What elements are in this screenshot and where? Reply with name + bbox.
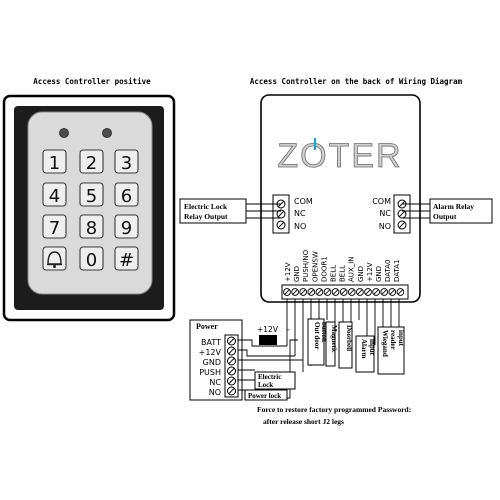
bottom-terminal-label: DOOR1 <box>320 256 328 282</box>
brand-logo: ZOTER <box>277 137 402 175</box>
back-title: Access Controller on the back of Wiring … <box>250 77 463 86</box>
power-label-no: NO <box>209 388 221 397</box>
bottom-terminal-label: +12V <box>284 262 292 282</box>
wiegand-reader-box <box>377 326 405 375</box>
dc-supply-symbol <box>259 335 277 345</box>
controller-body <box>260 94 421 303</box>
status-led-left <box>59 128 69 138</box>
keypad-keys: 1 2 3 4 5 6 7 8 9 0 # <box>42 149 139 271</box>
power-label-nc: NC <box>209 378 221 387</box>
magnetic-box <box>325 321 336 367</box>
bell-icon <box>47 251 62 268</box>
key-hash <box>114 246 139 271</box>
key-2 <box>79 149 104 174</box>
electric-lock-relay-box <box>179 198 247 224</box>
power-label-batt: BATT <box>201 338 221 347</box>
key-label: 8 <box>86 218 97 239</box>
footnote-line-1: Force to restore factory programmed Pass… <box>257 405 411 414</box>
supply-plus-label: +12V <box>257 325 279 334</box>
alarm-input-box <box>355 335 375 373</box>
bottom-terminal-label: PUSH/NO <box>302 249 310 282</box>
right-relay-wires <box>402 203 430 219</box>
keypad-device: 1 2 3 4 5 6 7 8 9 0 # <box>2 94 176 322</box>
key-8 <box>79 214 104 239</box>
supply-minus-label: - <box>287 325 290 334</box>
bottom-terminal-label: DATA0 <box>384 260 392 283</box>
right-relay-com-label: COM <box>372 197 391 206</box>
power-label-gnd: GND <box>203 358 221 367</box>
left-relay-com-label: COM <box>294 197 313 206</box>
left-relay-no-label: NO <box>294 222 306 231</box>
alarm-label-2: input <box>368 339 376 356</box>
out-door-label-2: button <box>320 322 328 342</box>
out-door-label-1: Out door <box>313 322 321 349</box>
alarm-relay-title-2: Output <box>433 212 457 221</box>
bottom-terminal-label: BELL <box>330 265 338 282</box>
out-door-button-box <box>307 318 325 366</box>
bottom-terminal-label: +12V <box>366 262 374 282</box>
bottom-terminal-label: GND <box>375 266 383 282</box>
power-label-push: PUSH <box>199 368 221 377</box>
electric-lock-relay-title-2: Relay Output <box>184 212 228 221</box>
key-label: 1 <box>49 153 60 174</box>
key-label: 7 <box>49 218 60 239</box>
status-led-right <box>102 128 112 138</box>
footnote-line-2: after release short J2 legs <box>263 417 344 426</box>
key-label: 6 <box>121 186 132 207</box>
wiegand-label-1: Wiegand <box>381 330 389 357</box>
key-label: 2 <box>86 153 97 174</box>
bottom-terminal-label: GND <box>357 266 365 282</box>
power-block: Power BATT +12V GND PUSH NC NO <box>189 319 243 401</box>
electric-lock-label-2: Lock <box>258 381 273 389</box>
key-label: # <box>119 250 134 271</box>
key-3 <box>114 149 139 174</box>
key-label: 3 <box>121 153 132 174</box>
bottom-terminal-label: AUX_IN <box>348 256 356 282</box>
bottom-terminal-label: BELL <box>339 265 347 282</box>
electric-lock-relay-title-1: Electric Lock <box>184 202 228 211</box>
key-label: 9 <box>121 218 132 239</box>
key-label: 5 <box>86 186 97 207</box>
left-relay-wires <box>246 203 281 219</box>
key-4 <box>42 182 67 207</box>
right-relay-no-label: NO <box>379 222 391 231</box>
electric-lock-box <box>254 371 296 390</box>
key-7 <box>42 214 67 239</box>
power-lock-box <box>244 389 288 401</box>
key-0 <box>79 246 104 271</box>
right-relay-nc-label: NC <box>379 209 391 218</box>
alarm-label-1: Alarm <box>360 339 368 359</box>
power-label-12v: +12V <box>199 348 222 357</box>
left-relay-nc-label: NC <box>294 209 306 218</box>
wiegand-label-3: input <box>397 330 405 347</box>
bottom-terminal-label: DATA1 <box>393 260 401 283</box>
power-wiring <box>238 339 303 399</box>
alarm-relay-title-1: Alarm Relay <box>433 202 474 211</box>
key-1 <box>42 149 67 174</box>
wiegand-label-2: reader <box>389 330 397 350</box>
front-title: Access Controller positive <box>33 77 151 86</box>
magnetic-label: Magnetic <box>330 325 338 353</box>
doorbell-box <box>338 321 353 369</box>
doorbell-label: Doorbell <box>345 325 353 351</box>
key-label: 0 <box>86 250 97 271</box>
key-6 <box>114 182 139 207</box>
bottom-terminal-label: OPENSW <box>311 251 319 282</box>
electric-lock-label-1: Electric <box>258 373 281 381</box>
key-label: 4 <box>49 186 60 207</box>
key-5 <box>79 182 104 207</box>
key-9 <box>114 214 139 239</box>
power-lock-label: Power lock <box>248 392 281 400</box>
bottom-terminal-label: GND <box>293 266 301 282</box>
power-title: Power <box>196 322 218 331</box>
